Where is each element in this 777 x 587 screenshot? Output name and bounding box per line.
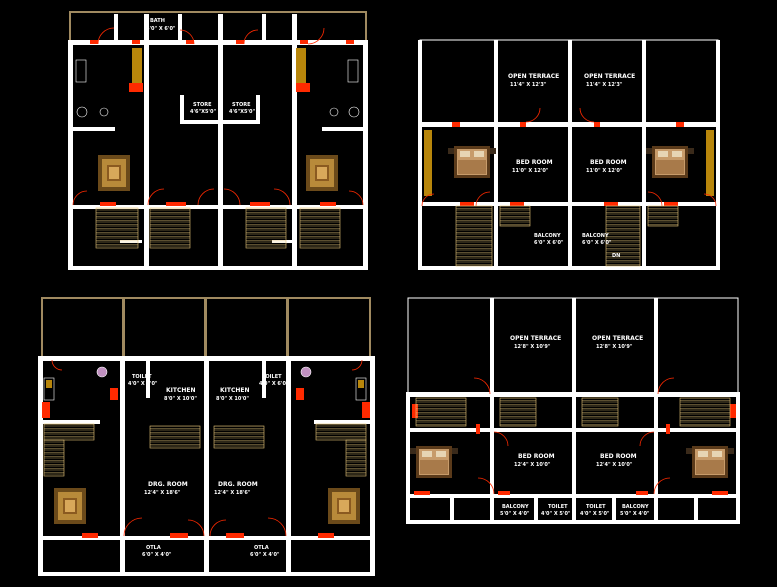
label-store-b-dim: 4'6"X5'0" xyxy=(229,109,255,115)
label-toilet-b-dim: 4'0" X 5'0" xyxy=(580,511,610,517)
label-toilet-b: TOILET xyxy=(586,504,606,510)
label-drg-a-dim: 12'4" X 18'6" xyxy=(144,490,181,496)
label-otla-b: OTLA xyxy=(254,545,269,551)
label-toilet-a-dim: 4'0" X 5'0" xyxy=(541,511,571,517)
label-bed-a-dim: 12'4" X 10'0" xyxy=(514,462,551,468)
label-bed-a: BED ROOM xyxy=(516,159,553,166)
fixtures xyxy=(75,59,360,118)
door-swings xyxy=(72,27,364,206)
label-bath: BATH xyxy=(150,18,165,24)
label-drg-a: DRG. ROOM xyxy=(148,481,188,488)
label-otla-a: OTLA xyxy=(146,545,161,551)
label-toilet-a: TOILET xyxy=(548,504,568,510)
label-toilet-b: TOILET xyxy=(262,374,282,380)
staircases xyxy=(95,207,341,249)
label-kitchen-b: KITCHEN xyxy=(220,387,250,394)
label-terrace-a-dim: 12'8" X 10'9" xyxy=(514,344,551,350)
label-balcony-a: BALCONY xyxy=(502,504,529,510)
wardrobes xyxy=(424,130,714,196)
plan-bottom-left: TOILET 4'0" X 6'0" KITCHEN 8'0" X 10'0" … xyxy=(38,297,375,576)
walls xyxy=(38,356,375,576)
label-balcony-a: BALCONY xyxy=(534,233,561,239)
label-terrace-a: OPEN TERRACE xyxy=(508,73,559,80)
door-jambs xyxy=(412,404,736,495)
label-drg-b: DRG. ROOM xyxy=(218,481,258,488)
label-kitchen-a: KITCHEN xyxy=(166,387,196,394)
walls xyxy=(418,40,720,270)
label-otla-b-dim: 6'0" X 4'0" xyxy=(250,552,280,558)
label-dn: DN xyxy=(612,253,620,259)
label-terrace-b: OPEN TERRACE xyxy=(584,73,635,80)
label-balcony-b: BALCONY xyxy=(582,233,609,239)
label-terrace-b-dim: 11'4" X 12'3" xyxy=(586,82,623,88)
plan-bottom-right: OPEN TERRACE 12'8" X 10'9" OPEN TERRACE … xyxy=(406,297,740,524)
label-bed-a-dim: 11'0" X 12'0" xyxy=(512,168,549,174)
label-store-a: STORE xyxy=(193,102,212,108)
plan-top-right: OPEN TERRACE 11'4" X 12'3" OPEN TERRACE … xyxy=(418,39,720,270)
label-balcony-b-dim: 5'0" X 4'0" xyxy=(620,511,650,517)
label-terrace-b: OPEN TERRACE xyxy=(592,335,643,342)
label-toilet-a: TOILET xyxy=(132,374,152,380)
staircases xyxy=(455,205,679,267)
label-kitchen-a-dim: 8'0" X 10'0" xyxy=(164,396,197,402)
label-terrace-a-dim: 11'4" X 12'3" xyxy=(510,82,547,88)
walls xyxy=(68,14,368,270)
label-terrace-b-dim: 12'8" X 10'9" xyxy=(596,344,633,350)
label-store-a-dim: 4'6"X5'0" xyxy=(190,109,216,115)
label-terrace-a: OPEN TERRACE xyxy=(510,335,561,342)
staircases xyxy=(415,397,731,427)
label-drg-b-dim: 12'4" X 18'6" xyxy=(214,490,251,496)
walls xyxy=(406,298,740,524)
label-bed-b: BED ROOM xyxy=(600,453,637,460)
kitchen-counters xyxy=(132,48,306,88)
label-toilet-a-dim: 4'0" X 6'0" xyxy=(128,381,158,387)
door-swings xyxy=(473,377,675,495)
label-bed-b-dim: 11'0" X 12'0" xyxy=(586,168,623,174)
fixtures xyxy=(43,366,367,401)
label-balcony-a-dim: 6'0" X 6'0" xyxy=(534,240,564,246)
label-bed-a: BED ROOM xyxy=(518,453,555,460)
door-jambs xyxy=(452,122,684,206)
label-bed-b: BED ROOM xyxy=(590,159,627,166)
label-bed-b-dim: 12'4" X 10'0" xyxy=(596,462,633,468)
door-jambs xyxy=(90,40,354,206)
staircases xyxy=(43,423,367,477)
label-kitchen-b-dim: 8'0" X 10'0" xyxy=(216,396,249,402)
label-toilet-b-dim: 4'0" X 6'0" xyxy=(259,381,289,387)
label-balcony-b: BALCONY xyxy=(622,504,649,510)
door-jambs xyxy=(42,388,370,538)
label-balcony-b-dim: 6'0" X 6'0" xyxy=(582,240,612,246)
door-swings xyxy=(421,107,717,207)
label-balcony-a-dim: 5'0" X 4'0" xyxy=(500,511,530,517)
door-swings xyxy=(51,359,363,537)
parapet-posts xyxy=(122,298,289,360)
plan-top-left: BATH 4'0" X 6'0" STORE 4'6"X5'0" STORE 4… xyxy=(68,11,368,270)
label-bath-dim: 4'0" X 6'0" xyxy=(146,26,176,32)
label-store-b: STORE xyxy=(232,102,251,108)
label-otla-a-dim: 6'0" X 4'0" xyxy=(142,552,172,558)
